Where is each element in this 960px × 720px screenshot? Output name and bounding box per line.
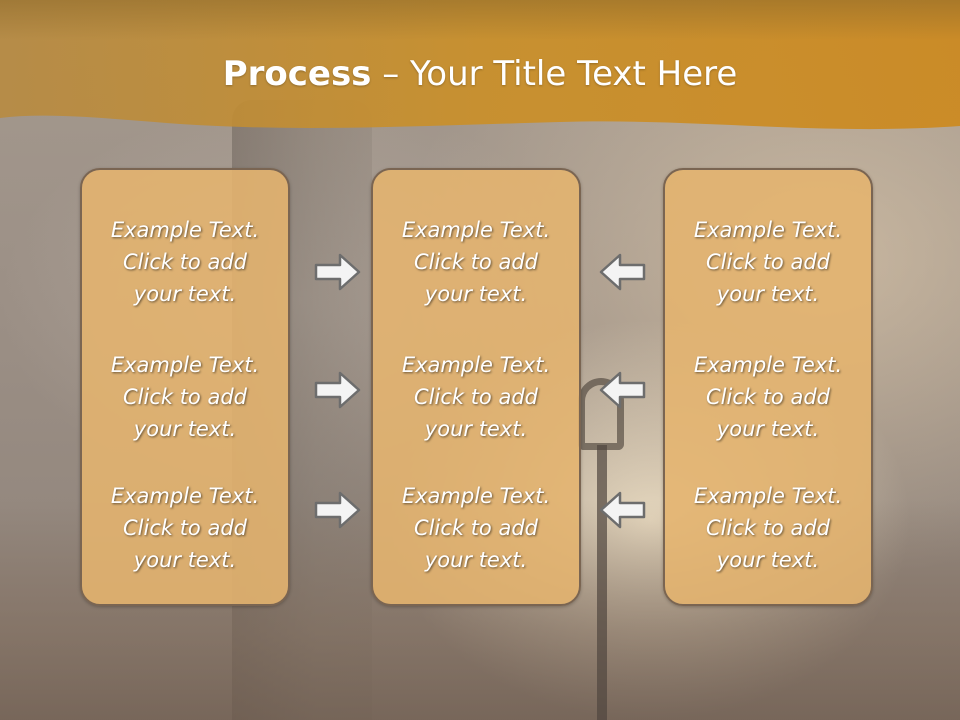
- arrow-right-icon: [314, 491, 361, 529]
- box-center-text-3[interactable]: Example Text. Click to add your text.: [401, 484, 551, 572]
- box-right-text-2[interactable]: Example Text. Click to add your text.: [693, 353, 843, 441]
- title-rest: – Your Title Text Here: [371, 54, 738, 94]
- box-right-text-1[interactable]: Example Text. Click to add your text.: [693, 218, 843, 306]
- box-left-text-2[interactable]: Example Text. Click to add your text.: [110, 353, 260, 441]
- process-box-right[interactable]: Example Text. Click to add your text. Ex…: [663, 168, 873, 606]
- arrow-left-icon: [599, 491, 646, 529]
- process-box-center[interactable]: Example Text. Click to add your text. Ex…: [371, 168, 581, 606]
- arrow-left-icon: [599, 253, 646, 291]
- shovel-handle-silhouette: [597, 445, 607, 720]
- box-right-text-3[interactable]: Example Text. Click to add your text.: [693, 484, 843, 572]
- process-box-left[interactable]: Example Text. Click to add your text. Ex…: [80, 168, 290, 606]
- box-center-text-2[interactable]: Example Text. Click to add your text.: [401, 353, 551, 441]
- title-bold: Process: [222, 54, 372, 94]
- arrow-right-icon: [314, 371, 361, 409]
- title-band: [0, 0, 960, 130]
- box-center-text-1[interactable]: Example Text. Click to add your text.: [401, 218, 551, 306]
- box-left-text-1[interactable]: Example Text. Click to add your text.: [110, 218, 260, 306]
- arrow-right-icon: [314, 253, 361, 291]
- box-left-text-3[interactable]: Example Text. Click to add your text.: [110, 484, 260, 572]
- slide-title[interactable]: Process – Your Title Text Here: [0, 52, 960, 96]
- arrow-left-icon: [599, 371, 646, 409]
